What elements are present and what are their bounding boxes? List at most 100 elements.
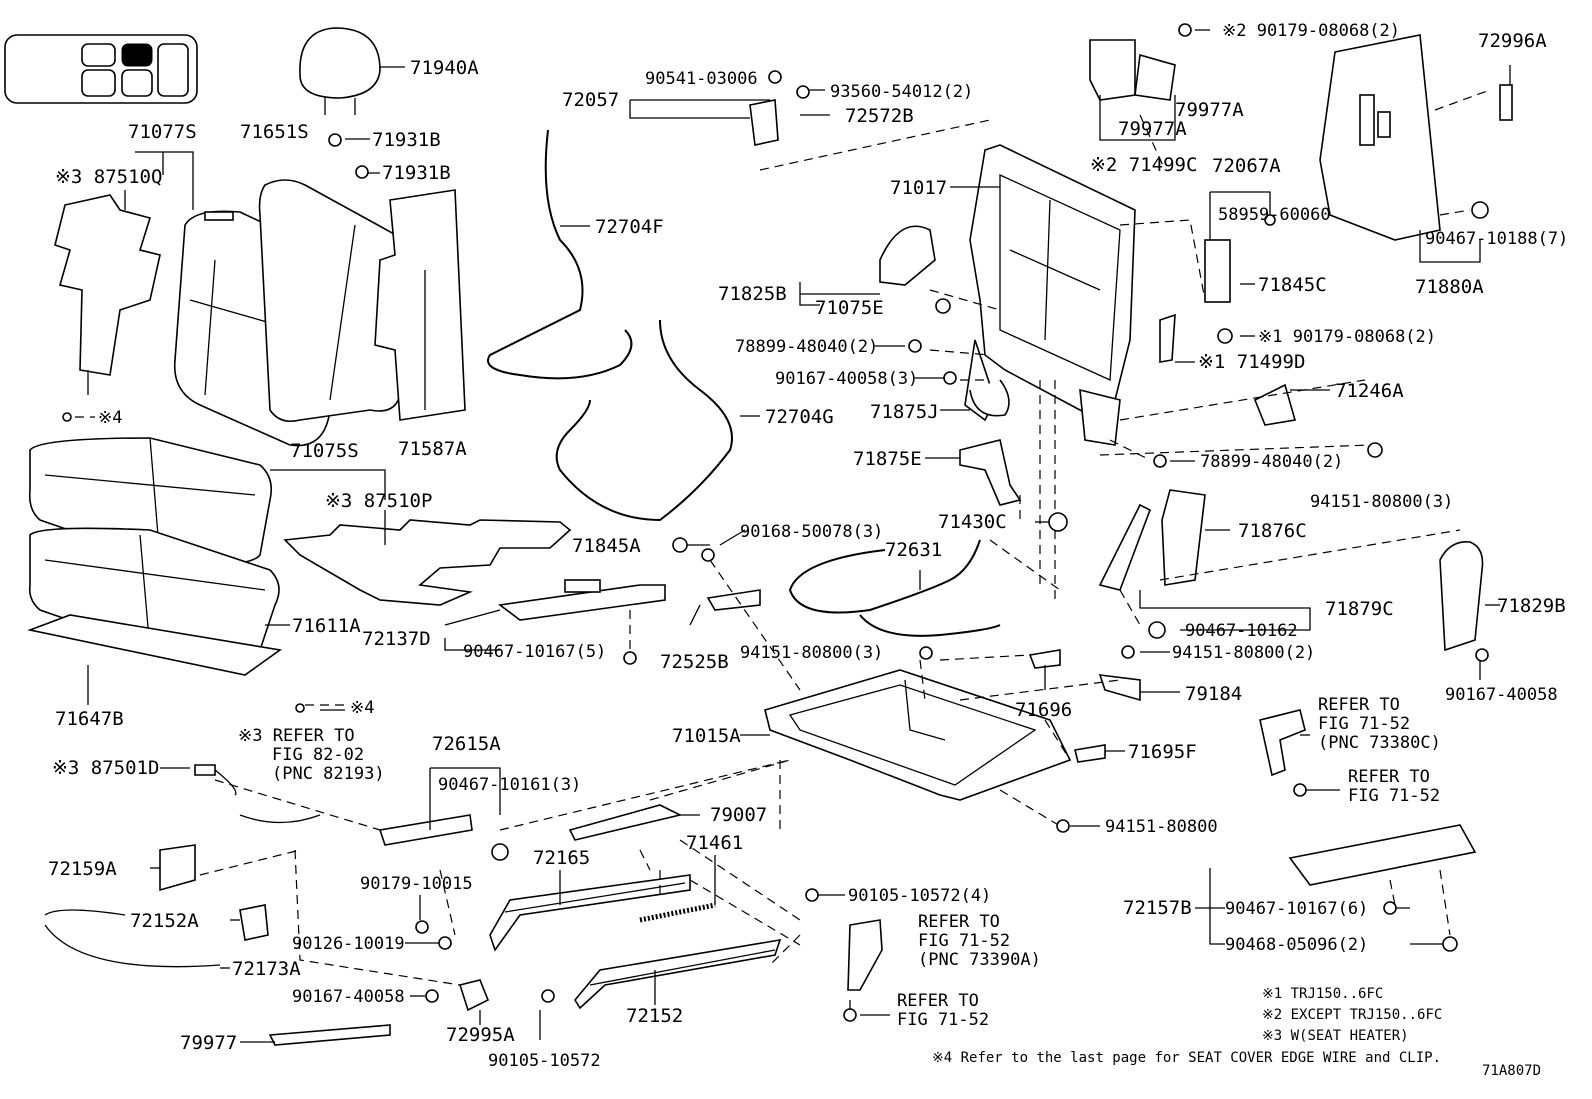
back-board-shape: [374, 189, 466, 421]
label-79184: 79184: [1185, 683, 1242, 705]
seat-track-72165-shape: [489, 874, 691, 952]
label-72057: 72057: [562, 89, 619, 111]
label-90179-08068-2-n1: ※1 90179-08068(2): [1258, 327, 1436, 347]
cushion-pad-shape: [27, 614, 283, 676]
label-87510Q: ※3 87510Q: [55, 166, 162, 188]
label-71931B-1: 71931B: [372, 129, 441, 151]
label-58959-60060: 58959-60060: [1218, 205, 1331, 225]
label-72152: 72152: [626, 1005, 683, 1027]
label-90467-10162: 90467-10162: [1185, 621, 1298, 641]
label-72165: 72165: [533, 847, 590, 869]
label-71829B: 71829B: [1497, 595, 1566, 617]
cover-71876C-shape: [1098, 489, 1206, 591]
dashed-lines: [75, 89, 1491, 986]
label-79007: 79007: [710, 804, 767, 826]
label-72159A: 72159A: [48, 858, 117, 880]
label-note4-b: ※4: [350, 698, 374, 718]
label-94151-80800-3a: 94151-80800(3): [740, 643, 883, 663]
cable-72631-shape: [788, 539, 1001, 637]
label-72067A: 72067A: [1212, 155, 1281, 177]
label-72996A: 72996A: [1478, 30, 1547, 52]
label-refer-3c: (PNC 82193): [272, 764, 385, 784]
label-90167-40058-b: 90167-40058: [292, 987, 405, 1007]
label-72704F: 72704F: [595, 216, 664, 238]
label-90105-10572: 90105-10572: [488, 1051, 601, 1071]
seat-track-72152-shape: [574, 938, 782, 1010]
label-90468-05096: 90468-05096(2): [1225, 935, 1368, 955]
label-71696: 71696: [1015, 699, 1072, 721]
label-71499C: ※2 71499C: [1090, 154, 1197, 176]
label-71695F: 71695F: [1128, 741, 1197, 763]
label-90467-10161: 90467-10161(3): [438, 775, 581, 795]
leader-lines: [87, 29, 1511, 1043]
label-90167-40058-3: 90167-40058(3): [775, 369, 918, 389]
label-79977A-2: 79977A: [1118, 118, 1187, 140]
label-72525B: 72525B: [660, 651, 729, 673]
label-refer-5a: REFER TO: [897, 991, 979, 1011]
label-90179-08068-2-n2: ※2 90179-08068(2): [1222, 21, 1400, 41]
label-71651S: 71651S: [240, 121, 309, 143]
part-labels: 71940A 71077S 71651S 71931B 71931B ※3 87…: [48, 21, 1568, 1071]
label-72152A: 72152A: [130, 910, 199, 932]
seatback-frame-pad-shape: [258, 179, 418, 423]
label-72173A: 72173A: [232, 958, 301, 980]
label-71880A: 71880A: [1415, 276, 1484, 298]
label-71246A: 71246A: [1335, 380, 1404, 402]
label-90541-03006: 90541-03006: [645, 69, 758, 89]
label-72631: 72631: [885, 539, 942, 561]
label-90167-40058-r: 90167-40058: [1445, 685, 1558, 705]
label-90105-10572-4: 90105-10572(4): [848, 886, 991, 906]
label-refer-1a: REFER TO: [1318, 695, 1400, 715]
note-1: ※1 TRJ150..6FC: [1262, 986, 1383, 1002]
label-refer-1c: (PNC 73380C): [1318, 733, 1441, 753]
label-refer-4c: (PNC 73390A): [918, 950, 1041, 970]
cable-72704F-shape: [487, 129, 633, 380]
label-71077S: 71077S: [128, 121, 197, 143]
label-72137D: 72137D: [362, 628, 431, 650]
label-90168-50078: 90168-50078(3): [740, 522, 883, 542]
label-78899-48040-2a: 78899-48040(2): [735, 337, 878, 357]
label-refer-4b: FIG 71-52: [918, 931, 1010, 951]
diagram-id: 71A807D: [1482, 1063, 1541, 1079]
label-refer-4a: REFER TO: [918, 912, 1000, 932]
label-71940A: 71940A: [410, 57, 479, 79]
label-93560-54012: 93560-54012(2): [830, 82, 973, 102]
label-90467-10167-5: 90467-10167(5): [463, 642, 606, 662]
seat-position-icon: [4, 34, 198, 104]
label-refer-5b: FIG 71-52: [897, 1010, 989, 1030]
note-2: ※2 EXCEPT TRJ150..6FC: [1262, 1007, 1442, 1023]
spring-71461-shape: [639, 902, 716, 923]
label-71845C: 71845C: [1258, 274, 1327, 296]
label-72572B: 72572B: [845, 105, 914, 127]
label-90126-10019: 90126-10019: [292, 934, 405, 954]
label-94151-80800-3b: 94151-80800(3): [1310, 492, 1453, 512]
seat-heater-mat-cushion-shape: [283, 519, 572, 606]
label-94151-80800-r: 94151-80800: [1105, 817, 1218, 837]
label-refer-2b: FIG 71-52: [1348, 786, 1440, 806]
label-87510P: ※3 87510P: [325, 490, 432, 512]
hinge-cover-71875J-shape: [969, 379, 1010, 417]
label-71825B: 71825B: [718, 283, 787, 305]
label-90467-10167-6: 90467-10167(6): [1225, 899, 1368, 919]
label-71430C: 71430C: [938, 511, 1007, 533]
label-87501D: ※3 87501D: [52, 757, 159, 779]
label-79977: 79977: [180, 1032, 237, 1054]
label-71587A: 71587A: [398, 438, 467, 460]
label-90467-10188: 90467-10188(7): [1425, 229, 1568, 249]
bracket-71875E-shape: [959, 439, 1022, 506]
label-71499D: ※1 71499D: [1198, 351, 1305, 373]
label-refer-1b: FIG 71-52: [1318, 714, 1410, 734]
cover-71829B-shape: [1439, 541, 1484, 652]
label-79977A-1: 79977A: [1175, 99, 1244, 121]
label-refer-3b: FIG 82-02: [272, 745, 364, 765]
label-71017: 71017: [890, 177, 947, 199]
label-72704G: 72704G: [765, 406, 834, 428]
cover-71880A-shape: [1319, 34, 1441, 241]
label-72615A: 72615A: [432, 733, 501, 755]
latch-72067A-shape: [1204, 239, 1231, 303]
label-71075S: 71075S: [290, 440, 359, 462]
label-71931B-2: 71931B: [382, 162, 451, 184]
label-72157B: 72157B: [1123, 897, 1192, 919]
note-4: ※4 Refer to the last page for SEAT COVER…: [932, 1050, 1441, 1066]
label-71879C: 71879C: [1325, 598, 1394, 620]
